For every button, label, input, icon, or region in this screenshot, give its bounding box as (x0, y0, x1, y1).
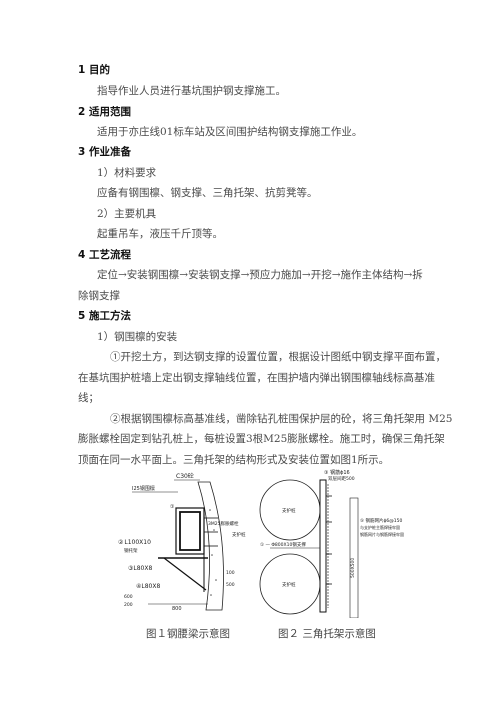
fig2-top-note: ③ 钢筋ϕ16 (324, 469, 350, 476)
scope-text: 适用于亦庄线01标车站及区间围护结构钢支撑施工作业。 (97, 126, 363, 138)
fig1-label-bolt: 3M25膨胀螺栓 (208, 520, 239, 527)
fig2-note3: 钢筋网片与钢筋焊接牢固 (360, 531, 404, 537)
fig2-steel-column (319, 479, 327, 613)
figure2-caption: 图２ 三角托架示意图 (278, 628, 376, 640)
method-p1-l2: 在基坑围护桩墙上定出钢支撑轴线位置，在围护墙内弹出钢围檩轴线标高基准 (78, 372, 435, 384)
fig2-note1: ⑤ 钢筋网片ϕ6@150 (360, 517, 403, 524)
fig1-label-pile: 支护桩 (232, 531, 246, 538)
heading-process: 4 工艺流程 (78, 249, 131, 261)
process-line-2: 除钢支撑 (78, 290, 120, 302)
fig1-label-l80a: ③L80X8 (128, 565, 152, 572)
process-line-1: 定位→安装钢围檩→安装钢支撑→预应力施加→开挖→施作主体结构→拆 (97, 269, 423, 281)
fig2-top-note2: 双层间距500 (328, 475, 355, 482)
fig2-pile-bottom-label: 支护桩 (282, 581, 296, 588)
method-p2-l3: 顶面在同一水平面上。三角托架的结构形式及安装位置如图1所示。 (78, 454, 390, 466)
fig1-label-l100: ②L100X10 (118, 539, 151, 546)
heading-method: 5 施工方法 (78, 310, 131, 322)
heading-purpose: 1 目的 (78, 64, 110, 76)
fig1-dim-600: 600 (124, 594, 133, 600)
equipment-text: 起重吊车，液压千斤顶等。 (97, 228, 223, 240)
fig1-dim-100: 100 (226, 570, 235, 576)
purpose-text: 指导作业人员进行基坑围护钢支撑施工。 (97, 85, 286, 97)
fig2-dim: 500X500 (350, 558, 356, 578)
figure-triangle-bracket-diagram: ③ 钢筋ϕ16 双层间距500 支护桩 支护桩 ① — Φ800X10钢支撑 5… (259, 469, 404, 618)
method-p1-l3: 线； (78, 392, 99, 404)
heading-preparation: 3 作业准备 (78, 146, 131, 158)
method-sub: 1）钢围檩的安装 (97, 331, 178, 343)
method-p2-l2: 膨胀螺栓固定到钻孔桩上，每桩设置3根M25膨胀螺栓。施工时，确保三角托架 (78, 433, 445, 445)
heading-scope: 2 适用范围 (78, 106, 131, 118)
fig1-label-c30: C30砼 (176, 472, 194, 480)
method-p1-l1: ①开挖土方，到达钢支撑的设置位置，根据设计图纸中钢支撑平面布置， (110, 351, 446, 363)
equipment-label: 2）主要机具 (97, 208, 157, 220)
materials-text: 应备有钢围檩、钢支撑、三角托架、抗剪凳等。 (97, 187, 318, 199)
fig1-label-l100b: 钢托架 (124, 547, 138, 554)
fig1-dim-800: 800 (172, 606, 182, 612)
fig2-pile-dim: ① — Φ800X10钢支撑 (260, 541, 306, 548)
method-p2-l1: ②根据钢围檩标高基准线，凿除钻孔桩围保护层的砼，将三角托架用 M25 (110, 413, 453, 425)
fig1-num-1: ① (170, 504, 175, 510)
figure1-caption: 图１钢腰梁示意图 (146, 628, 230, 640)
fig2-pile-top-label: 支护桩 (282, 507, 296, 514)
fig1-dim-200: 200 (124, 602, 133, 608)
fig2-note2: 与支护桩主筋焊接牢固 (360, 524, 400, 530)
figure-waist-beam-diagram: C30砼 I25钢围檩 3M25膨胀螺栓 支护桩 ②L100X10 钢托架 ③L… (118, 472, 246, 612)
fig1-label-i25: I25钢围檩 (132, 485, 155, 492)
materials-label: 1）材料要求 (97, 167, 157, 179)
fig1-label-l80b: ④L80X8 (136, 583, 160, 590)
fig1-dim-500: 500 (226, 582, 235, 588)
